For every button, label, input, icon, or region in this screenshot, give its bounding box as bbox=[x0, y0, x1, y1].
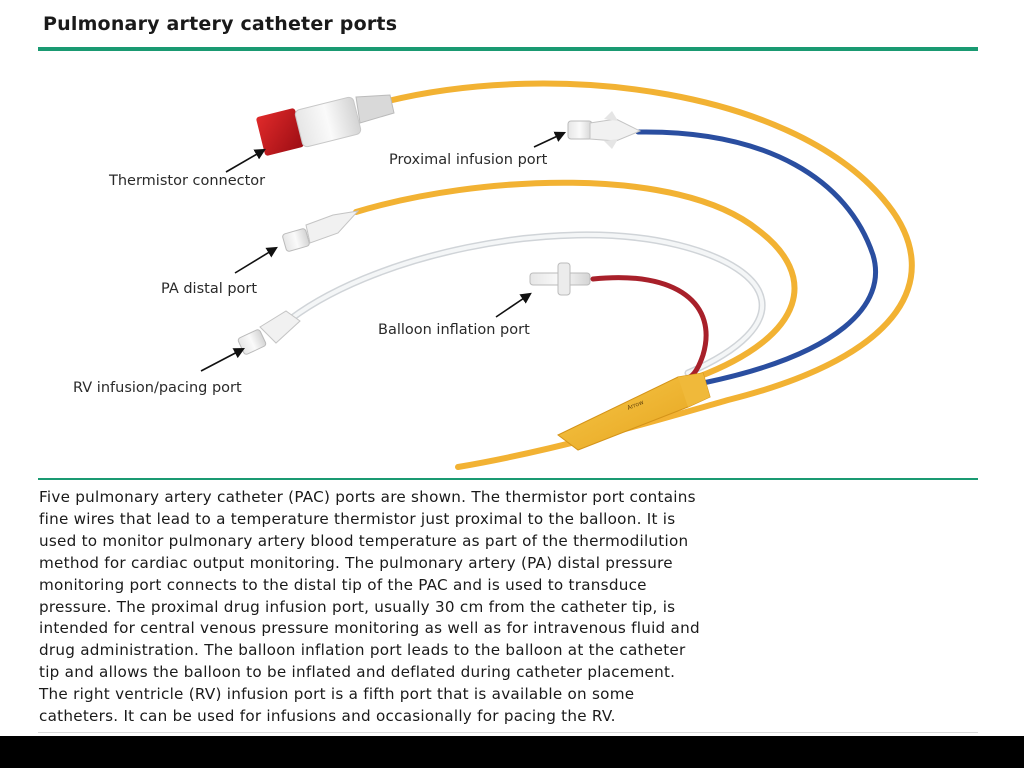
page-title: Pulmonary artery catheter ports bbox=[43, 13, 398, 35]
caption-line: fine wires that lead to a temperature th… bbox=[39, 509, 676, 528]
caption-divider bbox=[38, 478, 978, 480]
catheter-illustration: Arrow bbox=[200, 80, 915, 470]
label-pa-distal-port: PA distal port bbox=[161, 281, 258, 297]
bottom-divider bbox=[38, 732, 978, 733]
label-balloon-inflation-port: Balloon inflation port bbox=[378, 322, 530, 338]
balloon-line bbox=[590, 275, 709, 380]
rv-arrow bbox=[200, 347, 245, 372]
caption-line: monitoring port connects to the distal t… bbox=[39, 575, 647, 594]
caption-line: method for cardiac output monitoring. Th… bbox=[39, 553, 673, 572]
pa-distal-hub bbox=[282, 210, 360, 252]
rv-infusion-hub bbox=[237, 310, 301, 355]
label-proximal-infusion-port: Proximal infusion port bbox=[389, 152, 548, 168]
caption-line: tip and allows the balloon to be inflate… bbox=[39, 663, 676, 682]
caption-line: Five pulmonary artery catheter (PAC) por… bbox=[39, 488, 696, 506]
catheter-diagram: Arrow bbox=[38, 55, 978, 473]
pa-distal-arrow bbox=[234, 246, 278, 274]
balloon-arrow bbox=[495, 292, 532, 318]
label-rv-infusion-pacing-port: RV infusion/pacing port bbox=[73, 380, 242, 396]
title-divider bbox=[38, 47, 978, 51]
thermistor-connector bbox=[256, 94, 395, 156]
caption-line: used to monitor pulmonary artery blood t… bbox=[39, 531, 689, 550]
caption-line: intended for central venous pressure mon… bbox=[39, 619, 700, 638]
proximal-line bbox=[635, 129, 879, 386]
caption-line: pressure. The proximal drug infusion por… bbox=[39, 597, 676, 616]
rv-line bbox=[279, 231, 766, 377]
caption-text: Five pulmonary artery catheter (PAC) por… bbox=[39, 487, 979, 728]
thermistor-arrow bbox=[225, 148, 266, 173]
caption-line: The right ventricle (RV) infusion port i… bbox=[39, 685, 635, 704]
balloon-stopcock bbox=[529, 262, 591, 296]
pa-distal-line bbox=[353, 179, 798, 380]
proximal-arrow bbox=[533, 131, 567, 148]
caption-line: drug administration. The balloon inflati… bbox=[39, 641, 686, 660]
letterbox-bar bbox=[0, 736, 1024, 768]
caption-line: catheters. It can be used for infusions … bbox=[39, 707, 616, 726]
proximal-hub bbox=[567, 111, 642, 149]
label-thermistor-connector: Thermistor connector bbox=[109, 173, 266, 189]
